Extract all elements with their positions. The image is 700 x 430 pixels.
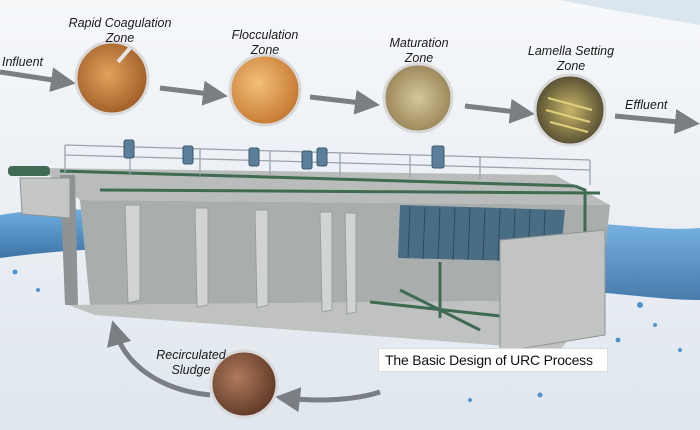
zone-line2: Zone (404, 51, 434, 65)
sludge-line1: Recirculated (156, 348, 226, 362)
tank-deck (40, 168, 610, 205)
effluent-text: Effluent (625, 98, 668, 112)
zone-line1: Lamella Setting (527, 44, 615, 58)
photo-flocculation (228, 53, 302, 127)
flow-arrows (0, 67, 700, 413)
baffle-walls (124, 204, 357, 315)
zone-line2: Zone (556, 59, 586, 73)
tank-front-right (499, 229, 606, 353)
treatment-tank (8, 139, 610, 353)
photo-lamella (533, 73, 607, 147)
arrow-mat-to-lam (464, 98, 535, 124)
splash-top-right (560, 0, 700, 25)
label-recirculated-sludge: Recirculated Sludge (150, 348, 232, 378)
label-rapid-coagulation-zone: Rapid Coagulation Zone (60, 16, 180, 46)
arrow-effluent (614, 109, 700, 135)
diagram-caption: The Basic Design of URC Process (378, 348, 608, 372)
zone-line1: Flocculation (231, 28, 299, 42)
label-lamella-setting-zone: Lamella Setting Zone (515, 44, 627, 74)
arrow-caption-to-sludge (275, 387, 381, 413)
zone-line1: Maturation (389, 36, 449, 50)
photo-rapid-coagulation (74, 40, 150, 116)
label-influent: Influent (2, 55, 62, 70)
zone-line1: Rapid Coagulation (68, 16, 172, 30)
photo-maturation (382, 62, 454, 134)
sludge-scraper (369, 262, 501, 332)
arrow-influent (0, 67, 76, 93)
inlet-chamber (19, 177, 71, 219)
label-maturation-zone: Maturation Zone (375, 36, 463, 66)
arrow-sludge-return (107, 320, 211, 398)
arrow-coag-to-floc (159, 80, 228, 106)
arrow-floc-to-mat (309, 89, 380, 115)
photo-recirculated-sludge (209, 349, 279, 419)
label-flocculation-zone: Flocculation Zone (220, 28, 310, 58)
zone-line2: Zone (105, 31, 135, 45)
mixer-motors (123, 139, 445, 170)
sludge-line2: Sludge (171, 363, 211, 377)
influent-pipe (8, 166, 50, 176)
label-effluent: Effluent (625, 98, 695, 113)
zone-line2: Zone (250, 43, 280, 57)
influent-text: Influent (2, 55, 44, 69)
zone-photos (74, 40, 607, 419)
